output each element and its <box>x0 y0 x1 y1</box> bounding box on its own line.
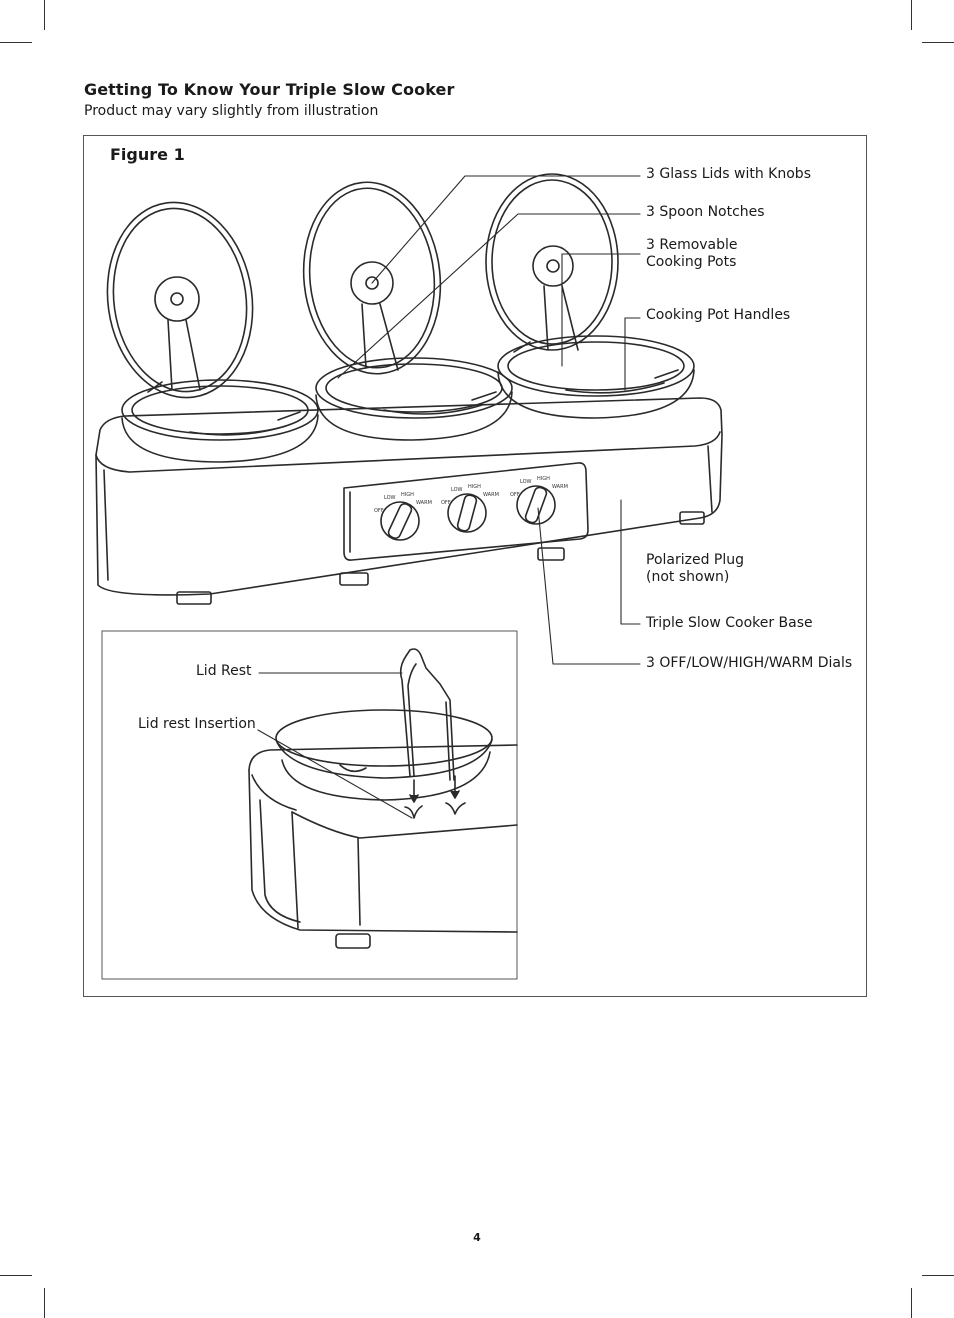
dial-1-low-label: LOW <box>384 495 396 501</box>
callout-base: Triple Slow Cooker Base <box>646 615 813 631</box>
callout-glass-lids: 3 Glass Lids with Knobs <box>646 166 811 182</box>
glass-lids-drawing <box>106 173 619 399</box>
callout-lid-rest-insertion: Lid rest Insertion <box>138 716 256 732</box>
dial-2-warm-label: WARM <box>483 492 499 498</box>
crop-mark-bottom-left-h <box>0 1275 32 1276</box>
callout-removable-pots-line2: Cooking Pots <box>646 254 737 270</box>
page-title: Getting To Know Your Triple Slow Cooker <box>84 80 455 99</box>
inset-drawing <box>248 648 518 949</box>
callout-plug-line2: (not shown) <box>646 569 730 585</box>
callout-removable-pots-line1: 3 Removable <box>646 237 738 253</box>
dial-2-high-label: HIGH <box>468 484 481 490</box>
figure-label: Figure 1 <box>110 145 185 164</box>
cooker-base-drawing <box>95 397 723 605</box>
dial-3-low-label: LOW <box>520 479 532 485</box>
page-number: 4 <box>473 1231 481 1244</box>
callout-pot-handles: Cooking Pot Handles <box>646 307 791 323</box>
callout-polarized-plug: Polarized Plug (not shown) <box>646 552 744 586</box>
dial-1-off-label: OFF <box>374 508 384 514</box>
callout-dials: 3 OFF/LOW/HIGH/WARM Dials <box>646 655 853 671</box>
callout-spoon-notches: 3 Spoon Notches <box>646 204 765 220</box>
figure-frame <box>83 135 867 997</box>
callout-plug-line1: Polarized Plug <box>646 552 745 568</box>
crop-mark-top-right-h <box>922 42 954 43</box>
crop-mark-top-left-h <box>0 42 32 43</box>
callout-lid-rest: Lid Rest <box>196 663 252 679</box>
crop-mark-bottom-right-h <box>922 1275 954 1276</box>
crop-mark-top-left-v <box>44 0 45 30</box>
dial-knobs-drawing <box>380 485 556 541</box>
dial-2-off-label: OFF <box>441 500 451 506</box>
dial-1-warm-label: WARM <box>416 500 432 506</box>
cooking-pots-drawing <box>121 335 695 463</box>
dial-3-off-label: OFF <box>510 492 520 498</box>
crop-mark-bottom-left-v <box>44 1288 45 1318</box>
callout-leader-lines <box>337 175 641 665</box>
callout-removable-pots: 3 Removable Cooking Pots <box>646 237 738 271</box>
dial-2-low-label: LOW <box>451 487 463 493</box>
dial-3-warm-label: WARM <box>552 484 568 490</box>
crop-mark-bottom-right-v <box>911 1288 912 1318</box>
page-subtitle: Product may vary slightly from illustrat… <box>84 103 379 119</box>
crop-mark-top-right-v <box>911 0 912 30</box>
dial-1-high-label: HIGH <box>401 492 414 498</box>
dial-3-high-label: HIGH <box>537 476 550 482</box>
